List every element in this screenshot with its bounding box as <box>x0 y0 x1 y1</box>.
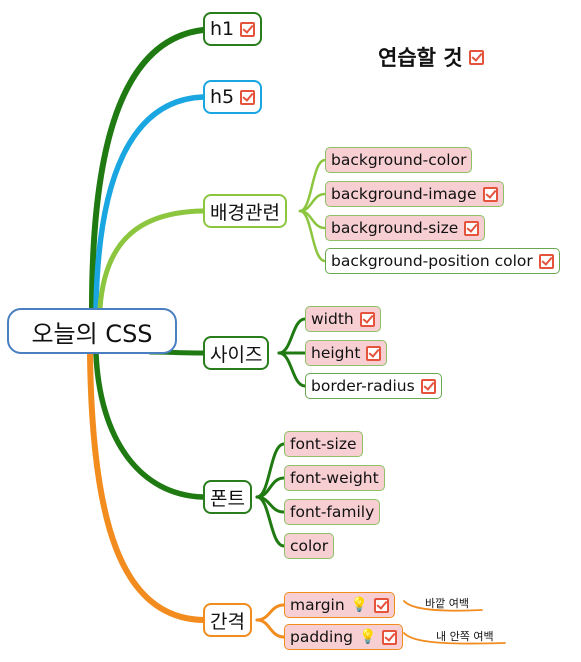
note-margin: 바깥 여백 <box>425 597 469 610</box>
checkbox-icon <box>366 345 382 361</box>
checkbox-icon <box>359 311 375 327</box>
root-node[interactable]: 오늘의 CSS <box>7 308 177 354</box>
checkbox-icon <box>420 378 436 394</box>
subtopic-background-size[interactable]: background-size <box>325 215 486 241</box>
note-padding: 내 안쪽 여백 <box>436 630 494 643</box>
child-line-size-0 <box>277 317 307 355</box>
subtopic-label: background-color <box>331 151 467 169</box>
subtopic-border-radius[interactable]: border-radius <box>305 373 442 399</box>
note-line-padding <box>403 632 506 645</box>
branch-line-background <box>97 208 206 311</box>
checkbox-icon <box>482 186 498 202</box>
checkbox-icon <box>468 49 484 65</box>
lightbulb-icon: 💡 <box>350 597 369 613</box>
root-label: 오늘의 CSS <box>31 319 153 348</box>
subtopic-font-size[interactable]: font-size <box>284 431 363 457</box>
topic-label: 폰트 <box>210 487 245 510</box>
checkbox-icon <box>382 629 398 645</box>
lightbulb-icon: 💡 <box>358 629 377 645</box>
subtopic-label: width <box>311 310 354 328</box>
checkbox-icon <box>374 597 390 613</box>
subtopic-label: background-position color <box>331 252 533 270</box>
branch-line-spacing <box>87 351 206 623</box>
topic-label: h1 <box>210 18 235 40</box>
subtopic-label: padding <box>290 628 353 646</box>
topic-label: h5 <box>210 86 235 108</box>
child-line-background-3 <box>298 209 327 263</box>
topic-size[interactable]: 사이즈 <box>203 336 270 370</box>
branch-line-h5 <box>93 94 206 311</box>
subtopic-font-weight[interactable]: font-weight <box>284 465 385 491</box>
subtopic-height[interactable]: height <box>305 340 388 366</box>
subtopic-width[interactable]: width <box>305 306 381 332</box>
checkbox-icon <box>464 220 480 236</box>
topic-label: 간격 <box>210 610 245 633</box>
topic-label: 배경관련 <box>210 201 280 224</box>
subtopic-label: font-weight <box>290 469 379 487</box>
child-line-font-3 <box>255 495 286 548</box>
child-line-size-2 <box>277 351 307 388</box>
checkbox-icon <box>240 89 256 105</box>
subtopic-label: background-size <box>331 219 459 237</box>
child-line-spacing-0 <box>255 603 286 622</box>
subtopic-label: font-size <box>290 435 357 453</box>
branch-line-font <box>93 351 206 500</box>
subtopic-background-image[interactable]: background-image <box>325 181 504 207</box>
subtopic-label: color <box>290 537 329 555</box>
checkbox-icon <box>538 253 554 269</box>
topic-h1[interactable]: h1 <box>203 12 263 46</box>
subtopic-label: font-family <box>290 503 375 521</box>
memo-note: 연습할 것 <box>378 42 484 72</box>
child-line-spacing-1 <box>255 618 286 639</box>
topic-spacing[interactable]: 간격 <box>203 603 252 637</box>
note-line-margin <box>403 600 483 612</box>
subtopic-label: background-image <box>331 185 477 203</box>
subtopic-label: margin <box>290 596 345 614</box>
checkbox-icon <box>240 21 256 37</box>
topic-background[interactable]: 배경관련 <box>203 194 287 228</box>
branch-line-h1 <box>89 27 206 311</box>
subtopic-label: border-radius <box>311 377 415 395</box>
subtopic-label: height <box>311 344 361 362</box>
subtopic-font-family[interactable]: font-family <box>284 499 381 525</box>
subtopic-color[interactable]: color <box>284 533 335 559</box>
subtopic-background-color[interactable]: background-color <box>325 147 473 173</box>
topic-label: 사이즈 <box>210 343 263 366</box>
memo-label: 연습할 것 <box>378 46 463 70</box>
topic-h5[interactable]: h5 <box>203 80 263 114</box>
topic-font[interactable]: 폰트 <box>203 480 252 514</box>
subtopic-margin[interactable]: margin 💡 <box>284 592 396 618</box>
subtopic-padding[interactable]: padding 💡 <box>284 624 404 650</box>
subtopic-background-position-color[interactable]: background-position color <box>325 248 560 274</box>
